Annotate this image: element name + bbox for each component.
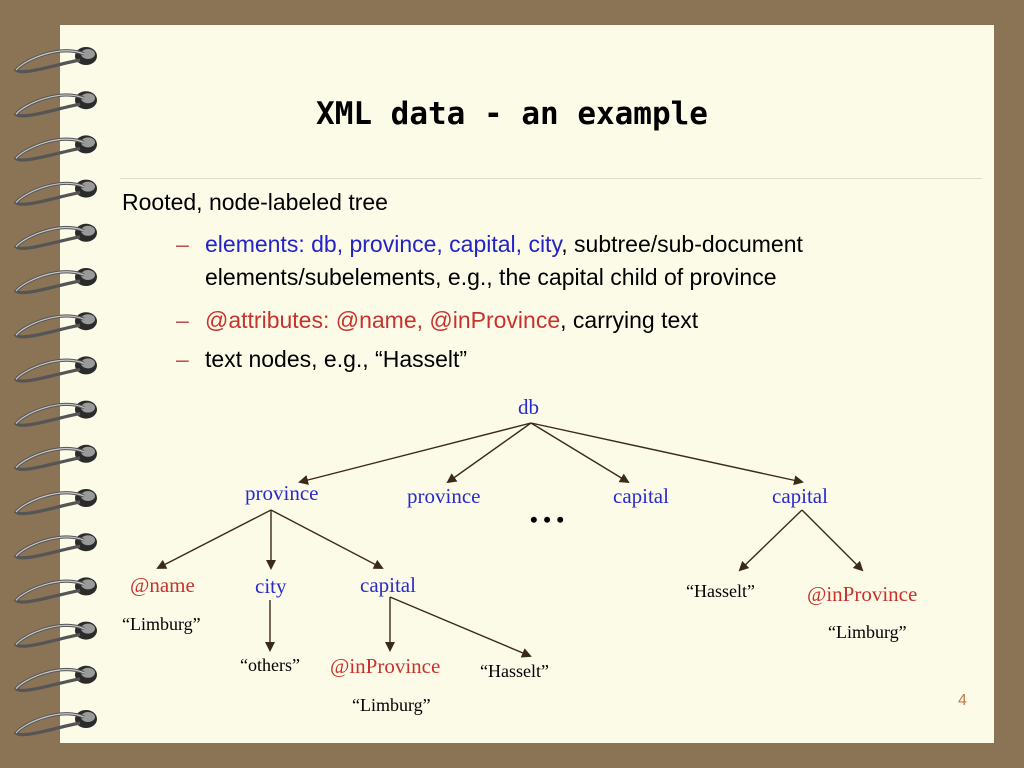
edge-db-province1 — [298, 422, 532, 485]
text-limburg-1: “Limburg” — [122, 614, 201, 634]
spiral-ring — [13, 268, 97, 295]
elements-highlight: elements: db, province, capital, city — [205, 231, 562, 257]
text-hasselt-1: “Hasselt” — [480, 661, 549, 681]
edge-capital2-inprovince — [801, 509, 864, 572]
elements-rest: , subtree/sub-document — [561, 231, 803, 257]
spiral-ring — [13, 577, 97, 604]
spiral-ring — [13, 489, 97, 516]
node-province-2: province — [407, 484, 481, 508]
spiral-ring — [13, 91, 97, 118]
text-others: “others” — [240, 655, 300, 675]
edge-capital2-hasselt — [738, 509, 803, 572]
node-province-1: province — [245, 481, 319, 505]
spiral-ring — [13, 223, 97, 251]
sub-bullet-elements-text: elements: db, province, capital, city, s… — [205, 231, 803, 258]
node-capital-child: capital — [360, 573, 416, 597]
node-attr-inprovince-1: @inProvince — [330, 654, 441, 678]
edge-capital-hasselt — [389, 596, 532, 658]
sub-bullet-attributes: – — [176, 307, 189, 334]
spiral-ring — [13, 400, 97, 427]
edge-province-capital — [270, 509, 384, 569]
dash-marker: – — [176, 231, 189, 257]
edge-db-province2 — [446, 422, 532, 484]
dash-marker: – — [176, 346, 189, 372]
attributes-rest: , carrying text — [560, 307, 699, 333]
node-capital-1: capital — [613, 484, 669, 508]
edge-db-capital1 — [530, 422, 630, 484]
text-hasselt-2: “Hasselt” — [686, 581, 755, 601]
edge-province-name — [156, 509, 272, 569]
spiral-ring — [13, 444, 97, 472]
spiral-ring — [13, 533, 97, 560]
node-db: db — [518, 395, 539, 419]
spiral-ring — [13, 47, 97, 74]
node-city: city — [255, 574, 287, 598]
spiral-ring — [13, 179, 97, 206]
slide-page — [60, 25, 994, 743]
spiral-ring — [13, 312, 97, 339]
text-limburg-2: “Limburg” — [352, 695, 431, 715]
spiral-ring — [13, 710, 97, 737]
spiral-ring — [13, 665, 97, 693]
spiral-binding — [13, 47, 97, 737]
spiral-ring — [13, 621, 97, 648]
sub-bullet-text-nodes-text: text nodes, e.g., “Hasselt” — [205, 346, 468, 372]
sub-bullet-text-nodes: – — [176, 346, 189, 373]
text-limburg-3: “Limburg” — [828, 622, 907, 642]
sub-bullet-elements: – — [176, 231, 189, 258]
spiral-ring — [13, 356, 97, 383]
node-attr-inprovince-2: @inProvince — [807, 582, 918, 606]
main-bullet: Rooted, node-labeled tree — [122, 189, 388, 215]
sub-bullet-attributes-text: @attributes: @name, @inProvince, carryin… — [205, 307, 698, 334]
node-attr-name: @name — [130, 573, 195, 597]
edge-db-capital2 — [530, 422, 804, 486]
title-divider — [120, 178, 982, 179]
sub-bullet-elements-line2: elements/subelements, e.g., the capital … — [205, 264, 777, 290]
page-number: 4 — [958, 692, 967, 709]
dash-marker: – — [176, 307, 189, 333]
slide-title: XML data - an example — [316, 96, 708, 132]
attributes-highlight: @attributes: @name, @inProvince — [205, 307, 561, 333]
node-capital-2: capital — [772, 484, 828, 508]
ellipsis: • • • — [530, 507, 565, 532]
spiral-ring — [13, 135, 97, 162]
